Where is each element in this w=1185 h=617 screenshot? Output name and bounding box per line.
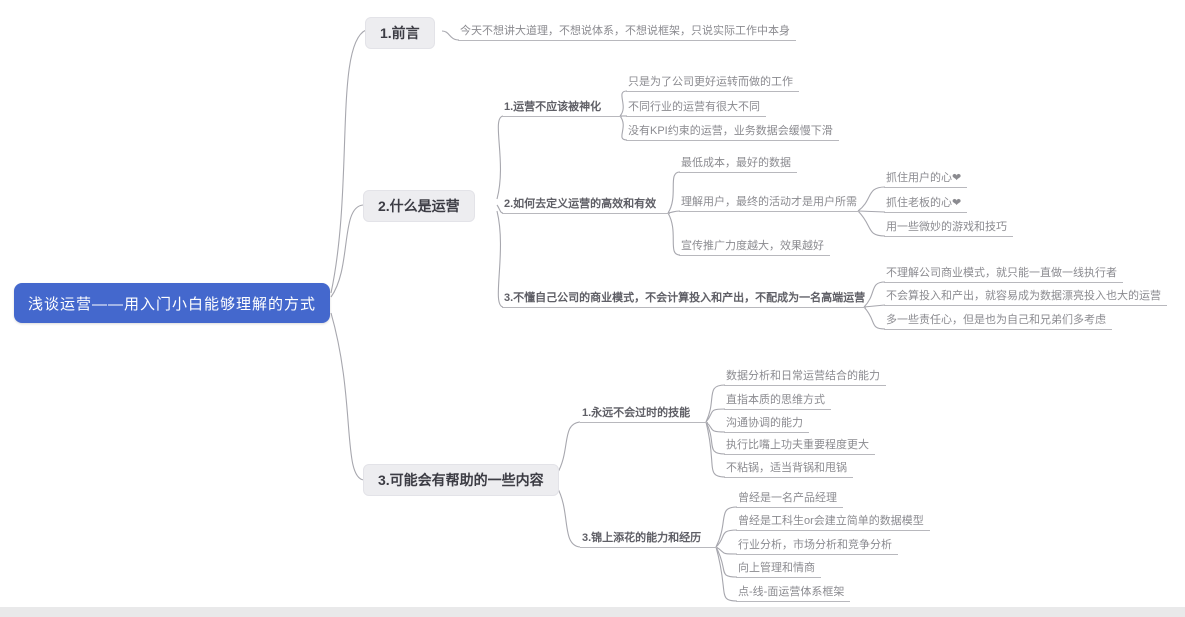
leaf-data-analysis-skill[interactable]: 数据分析和日常运营结合的能力: [724, 368, 886, 386]
leaf-grab-boss-heart[interactable]: 抓住老板的心❤: [884, 195, 968, 213]
sub-operations-not-deified[interactable]: 1.运营不应该被神化: [502, 99, 622, 117]
leaf-subtle-games-tricks[interactable]: 用一些微妙的游戏和技巧: [884, 219, 1013, 237]
leaf-responsibility[interactable]: 多一些责任心，但是也为自己和兄弟们多考虑: [884, 312, 1112, 330]
leaf-promotion-effect[interactable]: 宣传推广力度越大，效果越好: [679, 238, 830, 256]
leaf-grab-user-heart[interactable]: 抓住用户的心❤: [884, 170, 968, 188]
leaf-understand-users[interactable]: 理解用户，最终的活动才是用户所需: [679, 194, 859, 212]
sub-timeless-skills[interactable]: 1.永远不会过时的技能: [580, 405, 708, 423]
branch-what-is-operations[interactable]: 2.什么是运营: [363, 190, 475, 222]
leaf-frontline-executor[interactable]: 不理解公司商业模式，就只能一直做一线执行者: [884, 265, 1123, 283]
leaf-preface-note[interactable]: 今天不想讲大道理，不想说体系，不想说框架，只说实际工作中本身: [458, 23, 796, 41]
leaf-roi-awareness[interactable]: 不会算投入和产出，就容易成为数据漂亮投入也大的运营: [884, 288, 1167, 306]
leaf-execution-over-talk[interactable]: 执行比嘴上功夫重要程度更大: [724, 437, 875, 455]
sub-define-efficiency[interactable]: 2.如何去定义运营的高效和有效: [502, 196, 670, 214]
leaf-blame-handling[interactable]: 不粘锅，适当背锅和甩锅: [724, 460, 853, 478]
leaf-communication[interactable]: 沟通协调的能力: [724, 415, 809, 433]
leaf-point-line-plane[interactable]: 点-线-面运营体系框架: [736, 584, 851, 602]
leaf-engineering-background[interactable]: 曾经是工科生or会建立简单的数据模型: [736, 513, 930, 531]
branch-helpful-content[interactable]: 3.可能会有帮助的一些内容: [363, 464, 559, 496]
leaf-ex-product-manager[interactable]: 曾经是一名产品经理: [736, 490, 843, 508]
leaf-manage-up-eq[interactable]: 向上管理和情商: [736, 560, 821, 578]
sub-business-model[interactable]: 3.不懂自己公司的商业模式，不会计算投入和产出，不配成为一名高端运营: [502, 290, 866, 308]
sub-bonus-abilities[interactable]: 3.锦上添花的能力和经历: [580, 530, 718, 548]
bottom-divider: [0, 607, 1185, 617]
leaf-essence-thinking[interactable]: 直指本质的思维方式: [724, 392, 831, 410]
leaf-market-analysis[interactable]: 行业分析，市场分析和竞争分析: [736, 537, 898, 555]
root-node[interactable]: 浅谈运营——用入门小白能够理解的方式: [14, 283, 330, 323]
branch-preface[interactable]: 1.前言: [365, 17, 435, 49]
leaf-no-kpi-decline[interactable]: 没有KPI约束的运营，业务数据会缓慢下滑: [626, 123, 839, 141]
leaf-lowest-cost-best-data[interactable]: 最低成本，最好的数据: [679, 155, 797, 173]
leaf-work-for-company[interactable]: 只是为了公司更好运转而做的工作: [626, 74, 799, 92]
leaf-industry-difference[interactable]: 不同行业的运营有很大不同: [626, 99, 766, 117]
